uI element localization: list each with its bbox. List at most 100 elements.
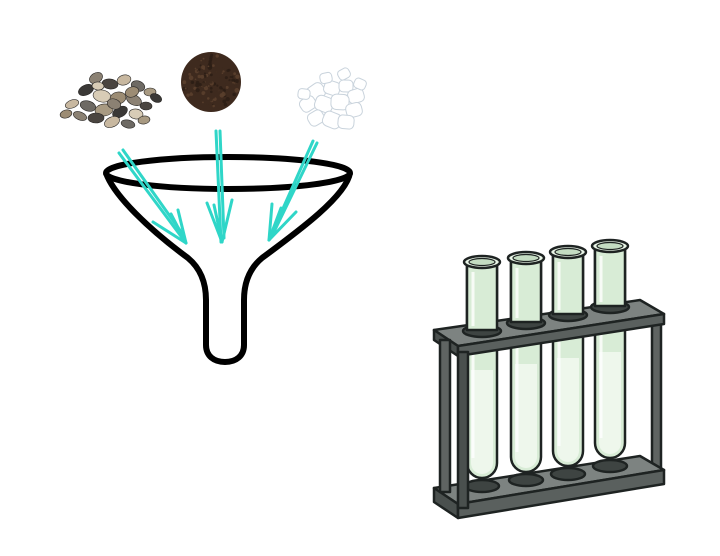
- pebble: [124, 86, 140, 98]
- test-tube-top-4: [590, 238, 630, 308]
- soil-grain: [224, 68, 227, 71]
- tube-liquid: [599, 352, 621, 454]
- soil-grain: [195, 83, 200, 88]
- soil-grain: [195, 88, 200, 93]
- soil-grain: [235, 74, 240, 79]
- soil-grain: [198, 98, 203, 102]
- rack-front-post-right: [456, 350, 470, 510]
- rack-base-side: [456, 468, 666, 520]
- soil-grain: [199, 64, 202, 67]
- soil-sample: [181, 52, 241, 112]
- soil-grain: [194, 67, 197, 70]
- soil-grain: [222, 85, 226, 89]
- soil-grain: [225, 96, 230, 102]
- tube-liquid: [557, 358, 579, 462]
- soil-grain: [205, 104, 211, 109]
- soil-grain: [191, 73, 194, 76]
- soil-grain: [226, 81, 230, 85]
- soil-grain: [223, 102, 228, 107]
- soil-grain: [219, 93, 225, 98]
- rack-front-post-left: [438, 338, 452, 494]
- rack-back-post-right: [650, 314, 663, 480]
- test-tube-top-3: [548, 244, 588, 316]
- tube-opening: [554, 247, 582, 257]
- soil-grain: [222, 70, 225, 73]
- soil-grain: [209, 98, 213, 102]
- soil-grain: [230, 74, 233, 77]
- soil-grain: [201, 65, 206, 70]
- tube-opening: [468, 257, 496, 267]
- soil-grain: [210, 53, 214, 57]
- soil-grain: [194, 76, 197, 79]
- soil-grain: [234, 88, 240, 93]
- pebble: [64, 99, 80, 109]
- soil-grain: [229, 84, 233, 87]
- soil-grain: [215, 70, 219, 73]
- soil-grain: [221, 72, 224, 75]
- pebble: [106, 98, 122, 110]
- white-crystals-sample: [297, 67, 367, 130]
- funnel-body: [103, 171, 353, 365]
- pebble: [120, 119, 136, 129]
- soil-grain: [201, 82, 207, 88]
- soil-grain: [209, 90, 213, 94]
- soil-grain: [207, 85, 210, 87]
- pebble: [91, 81, 105, 91]
- base-hole: [463, 478, 501, 494]
- soil-grain: [224, 89, 227, 92]
- pebble: [59, 109, 73, 119]
- soil-grain: [234, 83, 238, 87]
- soil-grain: [210, 95, 215, 100]
- pouring-arrows: [117, 129, 319, 245]
- arrow-middle: [205, 129, 234, 244]
- tube-liquid: [515, 364, 537, 468]
- soil-grain: [216, 89, 219, 92]
- soil-grain: [232, 79, 235, 82]
- soil-grain: [229, 80, 233, 84]
- soil-grain: [193, 102, 198, 107]
- soil-grain: [203, 72, 207, 75]
- soil-grain: [232, 81, 234, 84]
- soil-grain: [190, 80, 195, 85]
- soil-grain: [208, 102, 212, 106]
- soil-grain: [202, 101, 204, 104]
- soil-grain: [200, 59, 203, 62]
- funnel-rim: [103, 154, 353, 192]
- soil-grain: [209, 86, 213, 90]
- tube-opening: [512, 253, 540, 263]
- soil-grain: [212, 104, 215, 108]
- arrow-left: [117, 148, 188, 245]
- funnel: [103, 154, 353, 365]
- soil-grain: [214, 57, 217, 61]
- crystal-piece: [345, 101, 363, 119]
- soil-grain: [182, 80, 187, 85]
- crystal-piece: [337, 67, 351, 81]
- soil-grain: [200, 74, 205, 79]
- crystal-piece: [353, 77, 367, 91]
- soil-grain: [188, 75, 194, 81]
- soil-grain: [195, 55, 201, 61]
- soil-grain: [204, 93, 208, 97]
- soil-grain: [204, 70, 208, 73]
- base-hole: [507, 472, 545, 488]
- pebble: [87, 112, 105, 124]
- pebble: [139, 101, 153, 111]
- soil-grain: [202, 57, 205, 60]
- soil-grain: [189, 84, 194, 90]
- pebble: [73, 111, 87, 121]
- soil-grain: [212, 64, 215, 67]
- soil-grain: [229, 76, 232, 78]
- pebble: [128, 108, 144, 120]
- soil-grain: [230, 62, 234, 66]
- soil-grain: [220, 87, 224, 90]
- pebble: [150, 93, 162, 103]
- pebbles-sample: [59, 72, 162, 129]
- soil-grain: [189, 92, 194, 96]
- soil-grain: [185, 69, 188, 72]
- test-tube-top-1: [462, 254, 502, 332]
- soil-grain: [209, 73, 213, 77]
- soil-grain: [184, 89, 189, 94]
- soil-grain: [227, 68, 231, 72]
- soil-grain: [184, 87, 187, 90]
- soil-grain: [197, 74, 201, 79]
